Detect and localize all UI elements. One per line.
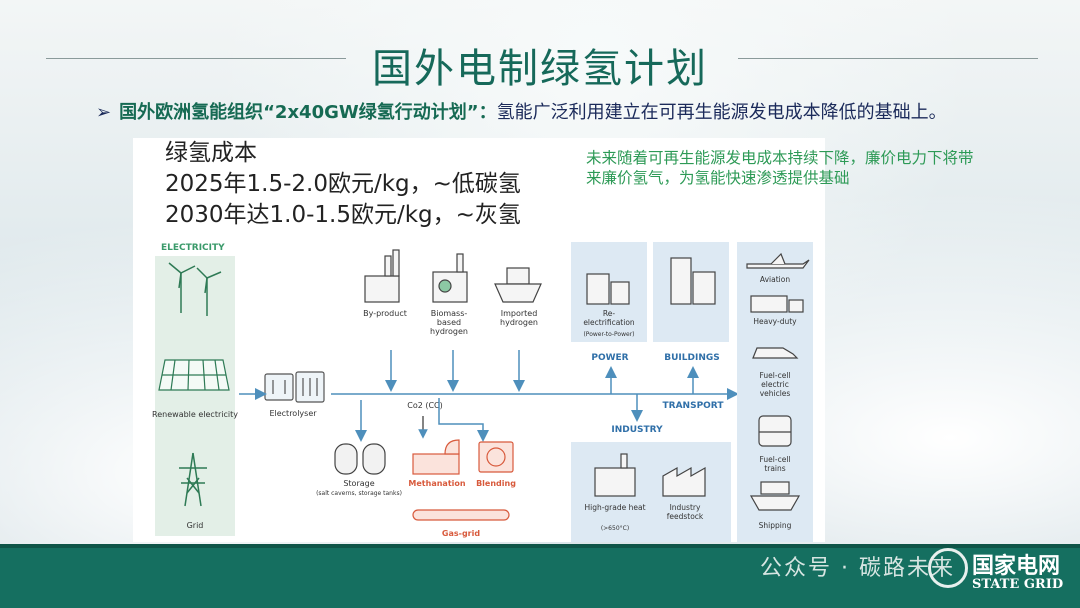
label-electrolyser: Electrolyser <box>269 409 317 418</box>
wind-turbine-icon <box>168 262 222 316</box>
diagram-panel: ELECTRICITY Renewable electricity Grid E… <box>133 138 825 542</box>
electricity-column <box>155 256 235 536</box>
bullet-text: 氢能广泛利用建立在可再生能源发电成本降低的基础上。 <box>496 102 947 123</box>
blending-icon <box>478 441 514 473</box>
bullet-point: ➢ 国外欧洲氢能组织“2x40GW绿氢行动计划”：氢能广泛利用建立在可再生能源发电… <box>96 98 947 124</box>
gas-grid-pipe <box>412 509 510 521</box>
label-storage-sub: (salt caverns, storage tanks) <box>316 490 402 497</box>
label-blending: Blending <box>476 479 516 488</box>
future-note: 未来随着可再生能源发电成本持续下降，廉价电力下将带来廉价氢气，为氢能快速渗透提供… <box>586 149 974 187</box>
page-title: 国外电制绿氢计划 <box>372 46 708 92</box>
logo-text-cn: 国家电网 <box>972 554 1061 579</box>
car-icon <box>752 347 799 359</box>
power-cabinet-icon <box>586 273 630 305</box>
ship-icon <box>494 267 542 303</box>
title-line-right <box>738 58 1038 59</box>
footer-border <box>0 544 1080 548</box>
label-reelectrification: Re-electrification <box>583 309 635 327</box>
label-heat-sub: (>650°C) <box>601 525 629 532</box>
bullet-arrow-icon: ➢ <box>96 102 112 123</box>
biomass-plant-icon <box>432 253 468 303</box>
train-icon <box>758 415 792 447</box>
label-power: POWER <box>591 353 628 363</box>
factory-icon <box>364 249 400 303</box>
buildings-icon <box>670 257 716 305</box>
logo-text-en: STATE GRID <box>972 577 1064 592</box>
solar-panel-icon <box>158 359 230 391</box>
label-gasgrid: Gas-grid <box>442 529 480 538</box>
label-heavyduty: Heavy-duty <box>753 317 797 326</box>
label-renewable: Renewable electricity <box>152 410 238 419</box>
label-electricity: ELECTRICITY <box>161 243 225 253</box>
label-heat: High-grade heat <box>584 503 645 512</box>
label-aviation: Aviation <box>760 275 790 284</box>
label-reelectrification-sub: (Power-to-Power) <box>583 331 634 338</box>
cost-line-2025: 2025年1.5-2.0欧元/kg，~低碳氢 <box>165 171 521 197</box>
hydrogen-diagram: ELECTRICITY Renewable electricity Grid E… <box>152 242 813 542</box>
label-co2: Co2 (CC) <box>407 401 443 410</box>
state-grid-logo-icon <box>928 548 968 588</box>
transmission-tower-icon <box>179 452 207 507</box>
label-grid: Grid <box>187 521 204 530</box>
green-hydrogen-cost: 绿氢成本 2025年1.5-2.0欧元/kg，~低碳氢 2030年达1.0-1.… <box>165 138 521 231</box>
airplane-icon <box>746 252 810 269</box>
footer-bar <box>0 548 1080 608</box>
cost-heading: 绿氢成本 <box>165 140 257 166</box>
label-storage: Storage <box>343 479 374 488</box>
methanation-icon <box>412 439 460 475</box>
industry-feedstock-icon <box>662 466 706 497</box>
label-transport: TRANSPORT <box>663 401 725 411</box>
title-line-left <box>46 58 346 59</box>
label-buildings: BUILDINGS <box>664 353 719 363</box>
wechat-watermark: 公众号 · 碳路未来 <box>760 556 955 581</box>
cargo-ship-icon <box>749 481 801 511</box>
label-byproduct: By-product <box>363 309 407 318</box>
label-methanation: Methanation <box>408 479 465 488</box>
bullet-highlight: 国外欧洲氢能组织“2x40GW绿氢行动计划”： <box>119 102 497 123</box>
electrolyser-icon <box>264 371 325 403</box>
cost-line-2030: 2030年达1.0-1.5欧元/kg，~灰氢 <box>165 202 521 228</box>
label-shipping: Shipping <box>759 521 792 530</box>
label-industry: INDUSTRY <box>611 425 663 435</box>
storage-tanks-icon <box>334 443 386 475</box>
truck-icon <box>750 295 804 313</box>
arrow-to-methanation <box>438 398 489 442</box>
high-grade-heat-icon <box>594 453 636 497</box>
